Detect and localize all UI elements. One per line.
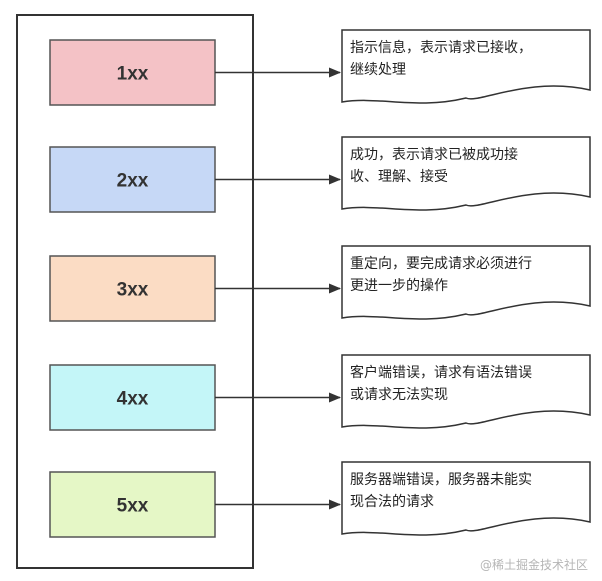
- status-description-line: 更进一步的操作: [350, 278, 448, 294]
- watermark: @稀土掘金技术社区: [479, 558, 588, 572]
- status-code-label: 3xx: [117, 280, 149, 301]
- status-code-label: 1xx: [117, 64, 149, 85]
- description-document-shape: [341, 354, 591, 429]
- status-description-line: 重定向，要完成请求必须进行: [350, 256, 532, 272]
- status-code-label: 4xx: [117, 389, 149, 410]
- status-description-line: 或请求无法实现: [350, 387, 448, 403]
- status-box-2xx: [49, 146, 216, 213]
- status-description-line: 客户端错误，请求有语法错误: [350, 364, 532, 381]
- status-description-line: 服务器端错误，服务器未能实: [350, 472, 532, 488]
- status-box-1xx: [49, 39, 216, 106]
- status-code-label: 2xx: [117, 171, 149, 192]
- status-box-3xx: [49, 255, 216, 322]
- description-document-shape: [341, 136, 591, 211]
- status-description-line: 收、理解、接受: [350, 168, 448, 185]
- outer-container: [16, 14, 254, 569]
- status-description-line: 现合法的请求: [350, 494, 434, 510]
- description-document-shape: [341, 461, 591, 536]
- status-box-5xx: [49, 471, 216, 538]
- description-document-shape: [341, 245, 591, 320]
- status-description-line: 成功，表示请求已被成功接: [350, 146, 518, 163]
- description-document-shape: [341, 29, 591, 104]
- status-description-line: 继续处理: [350, 61, 406, 78]
- status-code-label: 5xx: [117, 496, 149, 517]
- status-rows: 1xx 指示信息，表示请求已接收， 继续处理 2xx 成功，表示请求已被成功接收、理解、…: [49, 29, 591, 538]
- status-description-line: 指示信息，表示请求已接收，: [350, 39, 532, 56]
